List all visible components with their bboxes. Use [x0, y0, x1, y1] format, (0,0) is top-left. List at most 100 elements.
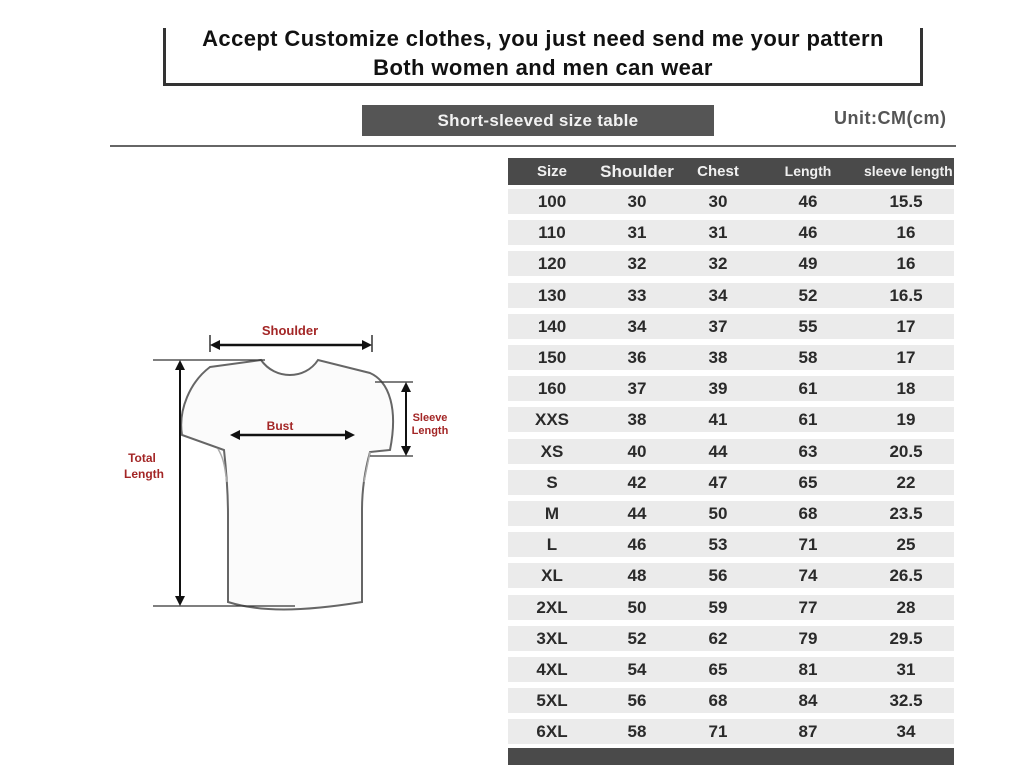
- table-cell: 16.5: [889, 285, 923, 305]
- table-row: XL 48 56 74 26.5: [508, 563, 954, 589]
- table-cell: 46: [798, 192, 818, 211]
- table-cell: 19: [896, 410, 916, 430]
- header-banner: Accept Customize clothes, you just need …: [163, 26, 923, 86]
- table-cell: 44: [627, 504, 647, 523]
- table-row: M 44 50 68 23.5: [508, 501, 954, 526]
- table-cell: 3XL: [536, 628, 568, 648]
- table-cell: 74: [798, 566, 818, 586]
- table-cell: 160: [537, 379, 567, 399]
- table-cell: 52: [798, 285, 818, 305]
- table-cell: 56: [708, 566, 728, 586]
- header-sleeve-length: sleeve length: [864, 163, 953, 179]
- table-cell: 46: [627, 535, 647, 555]
- table-cell: 59: [708, 597, 728, 617]
- table-cell: 49: [798, 254, 818, 274]
- table-cell: 16: [896, 254, 916, 274]
- table-row: XXS 38 41 61 19: [508, 407, 954, 433]
- table-cell: 4XL: [536, 660, 568, 679]
- table-cell: 50: [708, 504, 728, 523]
- table-cell: 140: [537, 316, 567, 336]
- table-cell: 38: [708, 348, 728, 367]
- table-cell: 32: [708, 254, 728, 274]
- table-cell: 25: [896, 535, 916, 555]
- table-cell: 42: [627, 472, 647, 492]
- tshirt-diagram: Shoulder Bust Sleeve Length Total Length: [100, 300, 470, 620]
- table-cell: 32: [627, 254, 647, 274]
- table-title: Short-sleeved size table: [362, 105, 714, 136]
- table-cell: 28: [896, 597, 916, 617]
- table-cell: 30: [627, 192, 647, 211]
- table-cell: 38: [627, 410, 647, 430]
- header-size: Size: [536, 163, 567, 180]
- table-cell: 79: [798, 628, 818, 648]
- table-cell: 39: [708, 379, 728, 399]
- tshirt-svg: Shoulder Bust Sleeve Length Total Length: [124, 323, 449, 611]
- table-cell: 55: [798, 316, 818, 336]
- table-cell: S: [546, 472, 558, 492]
- shoulder-measure: Shoulder: [209, 323, 373, 352]
- total-length-label-line2: Length: [124, 467, 164, 481]
- table-header: Size Shoulder Chest Length sleeve length: [508, 158, 954, 185]
- table-cell: 71: [798, 535, 818, 555]
- table-cell: 87: [798, 722, 818, 742]
- table-cell: 31: [627, 223, 647, 243]
- table-cell: XL: [541, 566, 563, 586]
- table-cell: 150: [537, 348, 567, 367]
- table-cell: 46: [798, 223, 818, 243]
- table-cell: 65: [708, 660, 728, 679]
- size-table: Size Shoulder Chest Length sleeve length…: [508, 158, 954, 765]
- table-cell: 56: [627, 691, 647, 711]
- table-cell: 18: [896, 379, 916, 399]
- table-cell: 37: [708, 316, 728, 336]
- table-cell: 61: [798, 410, 818, 430]
- table-footer-bar: [508, 748, 954, 765]
- shoulder-label: Shoulder: [262, 323, 318, 338]
- header-shoulder: Shoulder: [600, 162, 674, 181]
- table-cell: 68: [798, 504, 818, 523]
- total-length-measure: Total Length: [124, 359, 295, 607]
- table-cell: 15.5: [889, 192, 923, 211]
- bust-label: Bust: [267, 419, 294, 433]
- table-cell: 22: [896, 472, 916, 492]
- table-cell: 16: [896, 223, 916, 243]
- table-cell: 44: [708, 441, 728, 461]
- table-cell: 48: [627, 566, 647, 586]
- table-cell: 40: [627, 441, 647, 461]
- table-cell: XS: [540, 441, 564, 461]
- header-length: Length: [784, 163, 832, 179]
- table-cell: 29.5: [889, 628, 923, 648]
- table-cell: 100: [537, 192, 567, 211]
- table-cell: 41: [708, 410, 728, 430]
- sleeve-label-line2: Length: [412, 425, 449, 437]
- unit-label: Unit:CM(cm): [834, 108, 947, 128]
- header-line-2: Both women and men can wear: [373, 55, 713, 80]
- table-cell: 77: [798, 597, 818, 617]
- table-cell: 17: [896, 348, 916, 367]
- table-cell: 110: [538, 223, 566, 243]
- table-cell: XXS: [534, 410, 570, 430]
- table-cell: 36: [627, 348, 647, 367]
- table-cell: 2XL: [536, 597, 568, 617]
- table-cell: M: [544, 504, 560, 523]
- sleeve-measure: Sleeve Length: [370, 381, 449, 457]
- table-cell: 26.5: [889, 566, 923, 586]
- table-cell: 37: [627, 379, 647, 399]
- table-cell: L: [546, 535, 558, 555]
- table-cell: 23.5: [889, 504, 923, 523]
- tshirt-outline: [180, 358, 394, 611]
- table-cell: 5XL: [536, 691, 568, 711]
- table-cell: 58: [627, 722, 647, 742]
